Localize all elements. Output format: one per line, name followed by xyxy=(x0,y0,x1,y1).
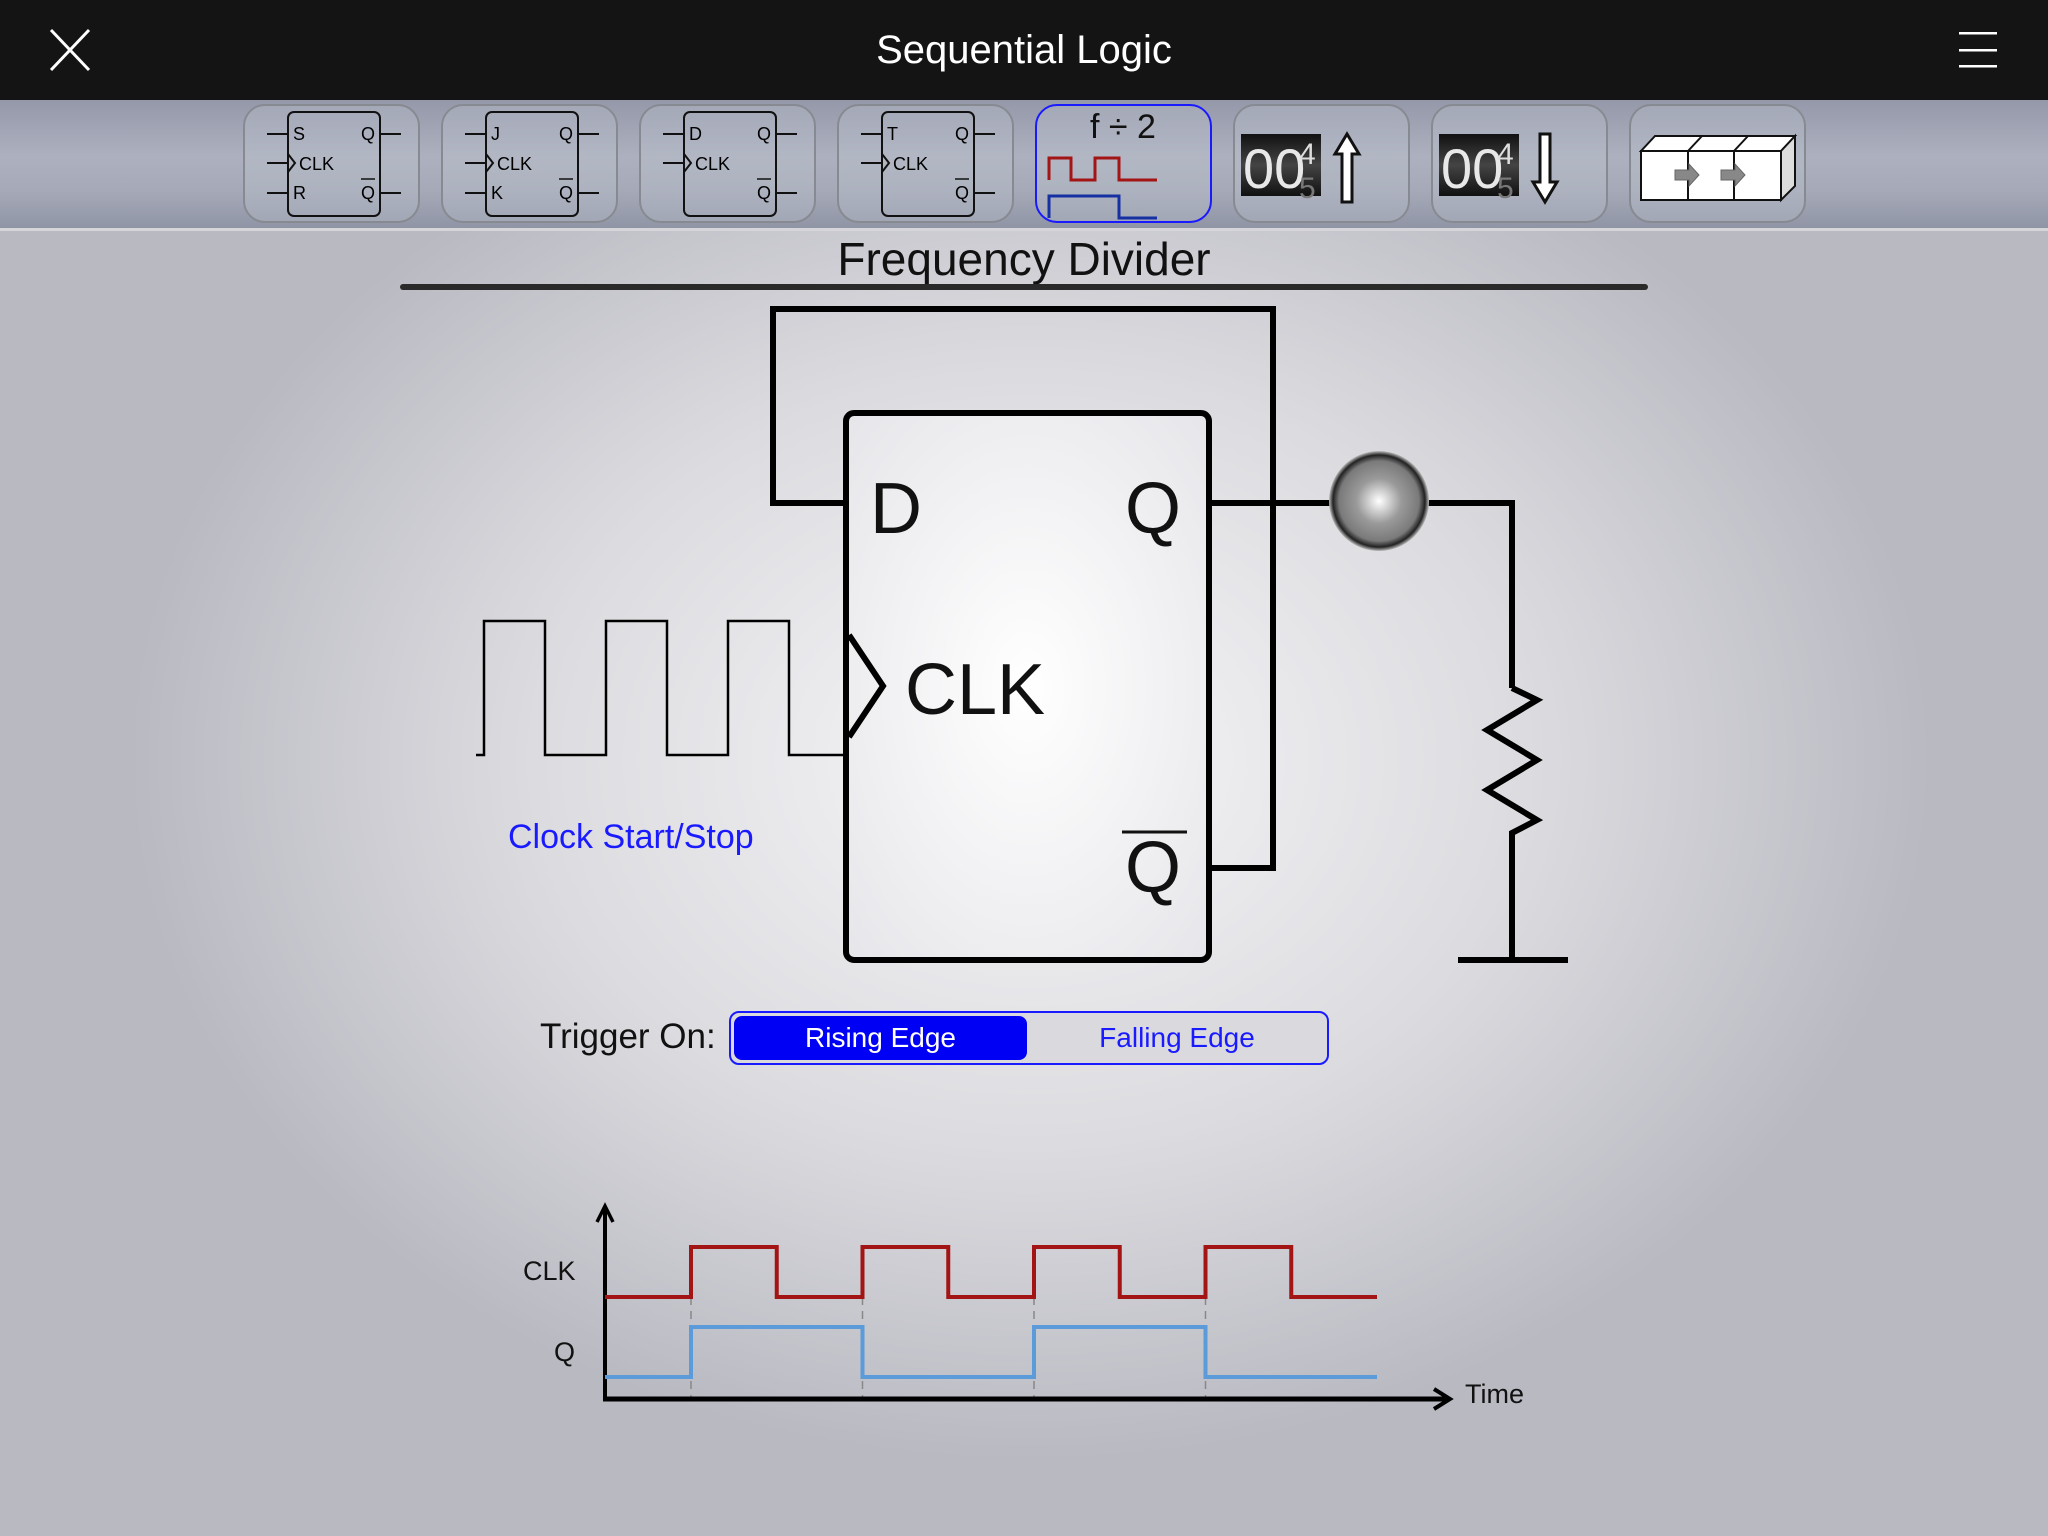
clock-start-stop-link[interactable]: Clock Start/Stop xyxy=(508,818,754,856)
svg-text:K: K xyxy=(491,183,503,203)
d-flip-flop-icon: D CLK Q Q xyxy=(663,111,797,217)
timing-q-label: Q xyxy=(554,1337,576,1367)
menu-button[interactable] xyxy=(1948,20,2008,80)
hamburger-menu-icon xyxy=(1959,32,1997,68)
clock-waveform[interactable] xyxy=(476,619,846,757)
timing-y-axis-arrowhead xyxy=(595,1202,615,1223)
down-counter-icon: 00 4 5 xyxy=(1439,132,1560,205)
toolbar-sr-flip-flop-button[interactable]: S CLK R Q Q xyxy=(243,104,420,223)
q-bar-output-label: Q xyxy=(1125,828,1181,908)
rising-edge-segment[interactable]: Rising Edge xyxy=(734,1016,1027,1060)
t-flip-flop-icon: T CLK Q Q xyxy=(861,111,995,217)
jk-flip-flop-icon: J CLK K Q Q xyxy=(465,111,599,217)
timing-x-axis-arrowhead xyxy=(1432,1387,1454,1411)
svg-text:4: 4 xyxy=(1497,138,1514,171)
sr-flip-flop-icon: S CLK R Q Q xyxy=(267,111,401,217)
page-title: Frequency Divider xyxy=(837,233,1211,285)
close-icon xyxy=(49,28,91,72)
d-input-label: D xyxy=(870,469,922,549)
svg-text:CLK: CLK xyxy=(299,154,334,174)
svg-text:Q: Q xyxy=(757,183,771,203)
svg-text:Q: Q xyxy=(955,183,969,203)
app-header: Sequential Logic xyxy=(0,0,2048,100)
timing-time-label: Time xyxy=(1465,1379,1524,1409)
toolbar-t-flip-flop-button[interactable]: T CLK Q Q xyxy=(837,104,1014,223)
toolbar-shift-register-button[interactable] xyxy=(1629,104,1806,223)
svg-text:T: T xyxy=(887,124,898,144)
svg-text:5: 5 xyxy=(1497,172,1514,205)
svg-text:00: 00 xyxy=(1243,137,1305,200)
circuit-toolbar: S CLK R Q Q J CLK K Q Q xyxy=(0,100,2048,231)
close-button[interactable] xyxy=(40,20,100,80)
frequency-divider-icon: f ÷ 2 xyxy=(1047,108,1157,220)
svg-text:R: R xyxy=(293,183,306,203)
timing-waveform-clk xyxy=(605,1245,1377,1299)
toolbar-down-counter-button[interactable]: 00 4 5 xyxy=(1431,104,1608,223)
feedback-wire xyxy=(770,306,1276,871)
d-flip-flop-body xyxy=(843,410,1212,963)
svg-text:J: J xyxy=(491,124,500,144)
toolbar-d-flip-flop-button[interactable]: D CLK Q Q xyxy=(639,104,816,223)
svg-text:f ÷ 2: f ÷ 2 xyxy=(1090,108,1156,146)
output-lamp xyxy=(1329,451,1429,551)
svg-text:00: 00 xyxy=(1441,137,1503,200)
up-counter-icon: 00 4 5 xyxy=(1241,131,1362,205)
arrow-up-icon xyxy=(1332,131,1362,204)
svg-text:Q: Q xyxy=(559,183,573,203)
resistor xyxy=(1481,685,1544,960)
svg-text:CLK: CLK xyxy=(695,154,730,174)
toolbar-up-counter-button[interactable]: 00 4 5 xyxy=(1233,104,1410,223)
svg-text:Q: Q xyxy=(757,124,771,144)
trigger-on-label: Trigger On: xyxy=(540,1017,716,1056)
arrow-down-icon xyxy=(1530,132,1560,205)
clk-input-label: CLK xyxy=(905,650,1045,730)
svg-text:Q: Q xyxy=(361,183,375,203)
falling-edge-segment[interactable]: Falling Edge xyxy=(1099,1022,1255,1053)
svg-text:CLK: CLK xyxy=(497,154,532,174)
svg-text:5: 5 xyxy=(1299,172,1316,205)
svg-text:Q: Q xyxy=(955,124,969,144)
timing-waveform-q xyxy=(605,1325,1377,1379)
app-title: Sequential Logic xyxy=(876,28,1172,72)
svg-text:CLK: CLK xyxy=(893,154,928,174)
toolbar-jk-flip-flop-button[interactable]: J CLK K Q Q xyxy=(441,104,618,223)
svg-text:Q: Q xyxy=(559,124,573,144)
q-output-label: Q xyxy=(1125,469,1181,549)
toolbar-frequency-divider-button[interactable]: f ÷ 2 xyxy=(1035,104,1212,223)
svg-text:Q: Q xyxy=(361,124,375,144)
timing-clk-label: CLK xyxy=(523,1256,576,1286)
title-divider xyxy=(400,284,1648,290)
lamp-to-resistor-wire xyxy=(1428,500,1515,688)
trigger-edge-segmented-control: Rising Edge Falling Edge xyxy=(729,1011,1329,1065)
svg-text:S: S xyxy=(293,124,305,144)
svg-text:4: 4 xyxy=(1299,138,1316,171)
clock-input-triangle xyxy=(846,633,887,739)
timing-diagram xyxy=(595,1202,1454,1411)
shift-register-icon xyxy=(1638,133,1798,203)
svg-text:D: D xyxy=(689,124,702,144)
